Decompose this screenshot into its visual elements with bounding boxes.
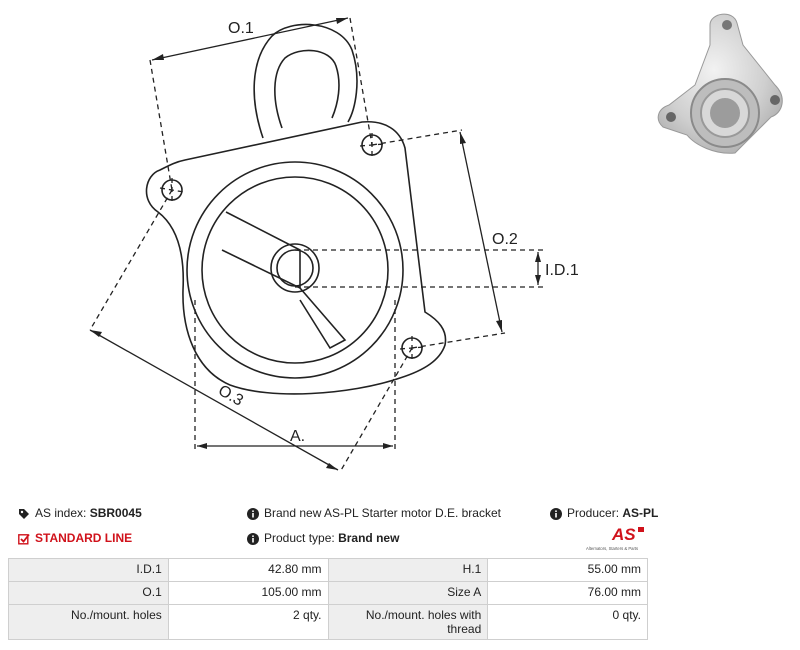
info-circle-icon bbox=[247, 532, 259, 545]
producer-value: AS-PL bbox=[622, 506, 659, 520]
dim-label-id1: I.D.1 bbox=[545, 262, 579, 279]
spec-value: 55.00 mm bbox=[487, 558, 648, 582]
dim-label-o1: O.1 bbox=[228, 20, 254, 37]
producer-label: Producer: bbox=[567, 506, 620, 520]
dim-label-a: A. bbox=[290, 428, 305, 445]
as-index-value: SBR0045 bbox=[89, 506, 142, 520]
spec-value: 105.00 mm bbox=[167, 581, 329, 605]
spec-key: I.D.1 bbox=[8, 558, 169, 582]
dim-label-o3: O.3 bbox=[215, 382, 246, 410]
spec-key: O.1 bbox=[8, 581, 169, 605]
shaft-hole-inner bbox=[276, 249, 314, 287]
info-circle-icon bbox=[550, 507, 562, 520]
technical-drawing: O.1 O.2 O.3 I.D.1 A. bbox=[89, 17, 579, 473]
spec-key: No./mount. holes with thread bbox=[327, 604, 489, 640]
spec-key: No./mount. holes bbox=[8, 604, 169, 640]
cutout-upper bbox=[221, 211, 301, 290]
info-circle-icon bbox=[247, 507, 259, 520]
table-row: O.1 105.00 mm Size A 76.00 mm bbox=[8, 581, 648, 605]
inner-bore bbox=[201, 176, 389, 364]
spec-value: 0 qty. bbox=[487, 604, 648, 640]
cutout-lower bbox=[299, 287, 347, 350]
bracket-top-loop-inner bbox=[274, 49, 340, 129]
checkbox-icon bbox=[18, 533, 30, 545]
spec-value: 42.80 mm bbox=[167, 558, 329, 582]
as-index-label: AS index: bbox=[35, 506, 87, 520]
logo-tagline: Alternators, Starters & Parts bbox=[586, 546, 638, 551]
product-type-value: Brand new bbox=[338, 531, 400, 545]
bracket-outline bbox=[145, 121, 447, 395]
description: Brand new AS-PL Starter motor D.E. brack… bbox=[247, 505, 501, 521]
spec-value: 2 qty. bbox=[167, 604, 329, 640]
bracket-top-loop bbox=[253, 23, 358, 139]
as-pl-logo: AS Alternators, Starters & Parts bbox=[586, 525, 644, 551]
product-photo bbox=[657, 13, 783, 154]
product-type: Product type: Brand new bbox=[247, 530, 399, 546]
spec-value: 76.00 mm bbox=[487, 581, 648, 605]
tag-icon bbox=[19, 508, 29, 519]
table-row: No./mount. holes 2 qty. No./mount. holes… bbox=[8, 604, 648, 640]
standard-line: STANDARD LINE bbox=[18, 530, 132, 546]
table-row: I.D.1 42.80 mm H.1 55.00 mm bbox=[8, 558, 648, 582]
standard-line-label: STANDARD LINE bbox=[35, 531, 133, 545]
shaft-hole-outer bbox=[270, 243, 320, 293]
spec-key: Size A bbox=[327, 581, 489, 605]
outer-bore bbox=[186, 161, 404, 379]
dim-label-o2: O.2 bbox=[492, 231, 518, 248]
as-index: AS index: SBR0045 bbox=[18, 505, 142, 521]
logo-mark: AS bbox=[611, 525, 636, 544]
description-text: Brand new AS-PL Starter motor D.E. brack… bbox=[264, 506, 501, 520]
producer: Producer: AS-PL bbox=[550, 505, 658, 521]
product-type-label: Product type: bbox=[264, 531, 335, 545]
specs-table: I.D.1 42.80 mm H.1 55.00 mm O.1 105.00 m… bbox=[8, 558, 648, 640]
spec-key: H.1 bbox=[327, 558, 489, 582]
